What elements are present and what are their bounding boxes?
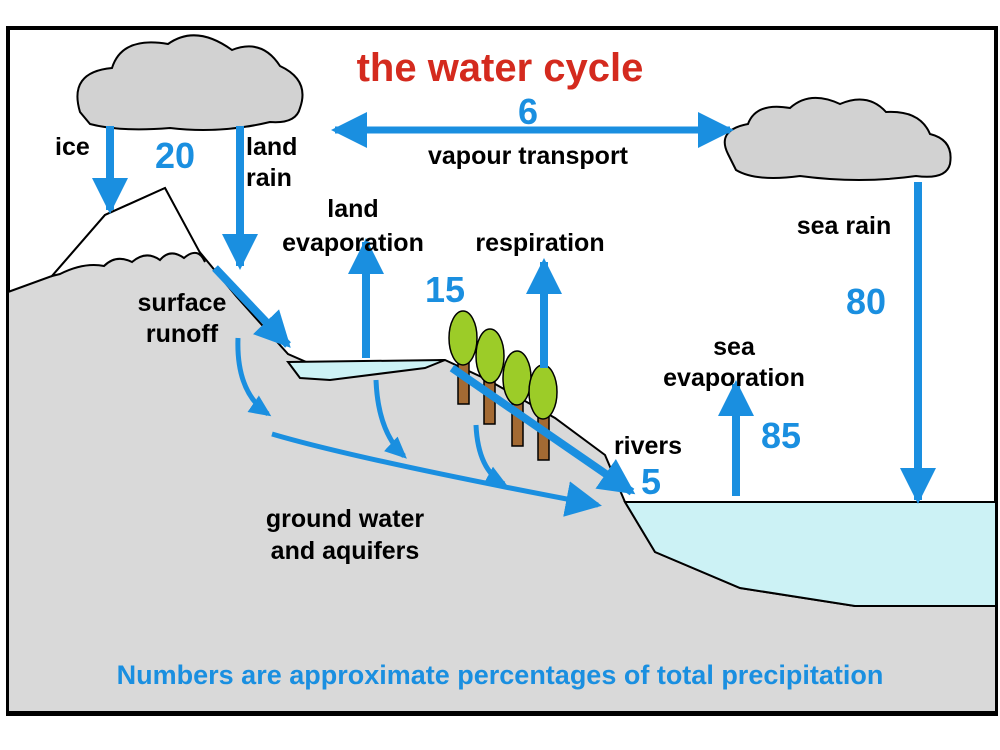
label-rivers: rivers — [614, 432, 682, 460]
label-land-rain-line1: land — [246, 133, 297, 161]
diagram-title: the water cycle — [357, 46, 644, 90]
cloud-left — [76, 34, 304, 131]
groundwater-arrow — [473, 424, 508, 487]
footer-note: Numbers are approximate percentages of t… — [117, 660, 884, 690]
tree-foliage — [502, 350, 532, 406]
tree-foliage — [475, 328, 505, 384]
value-land-evaporation-respiration: 15 — [425, 269, 465, 310]
flow-arrows — [92, 112, 936, 517]
label-sea-evaporation-line1: sea — [713, 333, 756, 361]
groundwater-arrow — [373, 379, 407, 459]
cloud-right — [723, 97, 952, 181]
sea — [623, 501, 997, 607]
snow-cap — [49, 186, 206, 278]
surface-runoff-arrow — [212, 265, 291, 348]
value-vapour-transport: 6 — [518, 91, 538, 132]
label-land-rain-line2: rain — [246, 164, 292, 192]
value-sea-rain: 80 — [846, 281, 886, 322]
label-surface-runoff-line2: runoff — [146, 320, 219, 348]
label-ice: ice — [55, 133, 90, 161]
label-surface-runoff-line1: surface — [138, 289, 227, 317]
label-land-evaporation-line2: evaporation — [282, 229, 424, 257]
label-vapour-transport: vapour transport — [428, 142, 629, 170]
label-ground-water-line2: and aquifers — [271, 537, 420, 565]
value-ice-land-rain: 20 — [155, 135, 195, 176]
groundwater-arrow — [271, 431, 602, 517]
tree-foliage — [448, 310, 478, 366]
label-respiration: respiration — [475, 229, 604, 257]
tree-foliage — [528, 364, 558, 420]
label-ground-water-line1: ground water — [266, 505, 425, 533]
groundwater-arrow — [235, 337, 272, 417]
river-arrow — [449, 364, 636, 496]
lake — [286, 359, 446, 382]
value-sea-evaporation: 85 — [761, 415, 801, 456]
label-sea-evaporation-line2: evaporation — [663, 364, 805, 392]
label-sea-rain: sea rain — [797, 212, 892, 240]
value-rivers: 5 — [641, 461, 661, 502]
label-land-evaporation-line1: land — [327, 195, 378, 223]
